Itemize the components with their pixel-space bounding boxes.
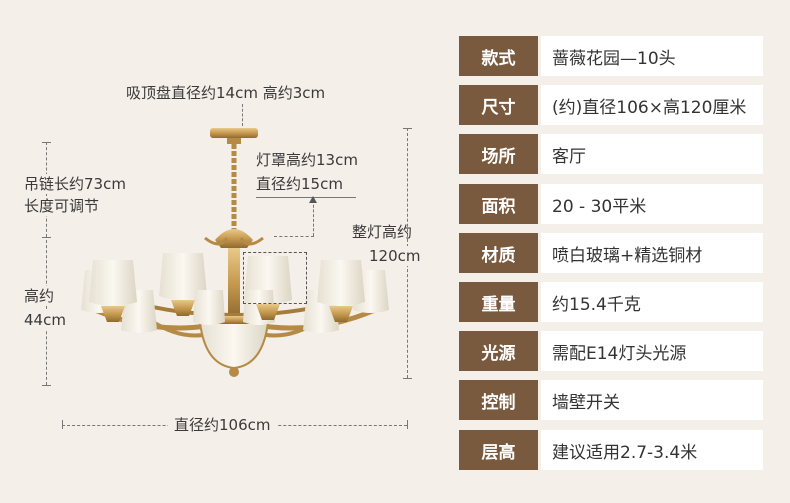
center-bowl: [198, 321, 270, 370]
shade-guide: [313, 200, 314, 236]
spec-key: 控制: [459, 380, 538, 420]
spec-row-venue: 场所 客厅: [459, 134, 763, 174]
total-height-label: 整灯高约: [352, 223, 413, 241]
chandelier-image: [81, 128, 389, 377]
diameter-label: 直径约106cm: [168, 415, 277, 435]
spec-key: 场所: [459, 134, 538, 174]
ceiling-plate-guide: [242, 104, 243, 126]
total-height-value: 120cm: [369, 246, 421, 266]
shade-guide-h: [274, 236, 314, 237]
spec-value: 墙壁开关: [541, 380, 763, 420]
spec-row-area: 面积 20 - 30平米: [459, 184, 763, 224]
shade-height-label: 灯罩高约13cm: [256, 151, 358, 169]
ceiling-plate-label: 吸顶盘直径约14cm 高约3cm: [126, 84, 326, 102]
spec-key: 面积: [459, 184, 538, 224]
spec-row-weight: 重量 约15.4千克: [459, 282, 763, 322]
spec-value: 需配E14灯头光源: [541, 331, 763, 371]
chain-length-label: 吊链长约73cm: [24, 174, 126, 194]
shade-underline: [256, 197, 356, 198]
spec-row-material: 材质 喷白玻璃+精选铜材: [459, 233, 763, 273]
spec-key: 层高: [459, 430, 538, 470]
spec-value: 约15.4千克: [541, 282, 763, 322]
spec-key: 重量: [459, 282, 538, 322]
spec-row-style: 款式 蔷薇花园—10头: [459, 36, 763, 76]
spec-key: 材质: [459, 233, 538, 273]
body-height-value: 44cm: [24, 310, 66, 330]
spec-value: 蔷薇花园—10头: [541, 36, 763, 76]
spec-value: 20 - 30平米: [541, 184, 763, 224]
glass-shades: [81, 253, 389, 333]
shade-diameter-label: 直径约15cm: [256, 175, 343, 193]
body-height-label: 高约: [24, 286, 55, 306]
spec-value: 建议适用2.7-3.4米: [541, 430, 763, 470]
spec-row-ceiling-height: 层高 建议适用2.7-3.4米: [459, 430, 763, 470]
spec-value: 客厅: [541, 134, 763, 174]
spec-value: 喷白玻璃+精选铜材: [541, 233, 763, 273]
chain-adjustable-label: 长度可调节: [24, 196, 100, 216]
spec-value: (约)直径106×高120厘米: [541, 85, 763, 125]
spec-key: 尺寸: [459, 85, 538, 125]
spec-key: 光源: [459, 331, 538, 371]
spec-row-control: 控制 墙壁开关: [459, 380, 763, 420]
spec-key: 款式: [459, 36, 538, 76]
ceiling-plate: [210, 128, 258, 138]
spec-row-size: 尺寸 (约)直径106×高120厘米: [459, 85, 763, 125]
shade-highlight-box: [243, 252, 307, 304]
arrow-up-icon: [309, 196, 317, 203]
spec-row-light-source: 光源 需配E14灯头光源: [459, 331, 763, 371]
